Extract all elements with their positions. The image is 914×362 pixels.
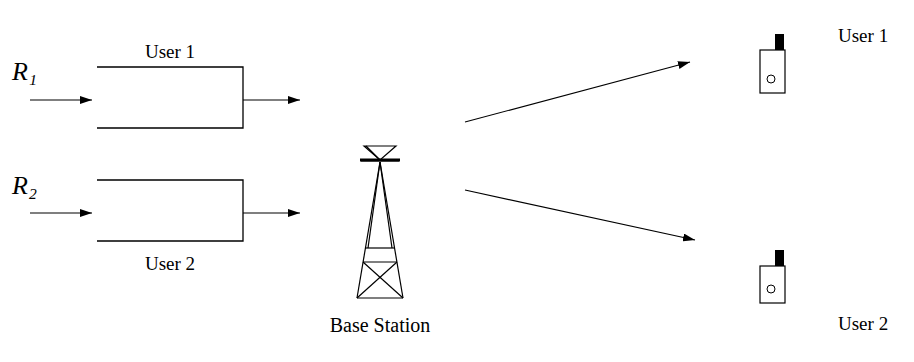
input-arrow <box>30 99 92 100</box>
user-phone: User 2 <box>695 235 905 340</box>
node-label: User 2 <box>97 253 243 276</box>
queue-buffer: User 2 <box>97 180 243 241</box>
tower-drawing <box>295 110 465 340</box>
radio-link <box>465 62 690 122</box>
queue-drawing <box>97 180 243 241</box>
node-label: User 1 <box>838 25 888 48</box>
queue-drawing <box>97 67 243 128</box>
output-arrow <box>243 99 300 100</box>
node-label: Base Station <box>295 313 465 337</box>
node-label: User 1 <box>97 41 243 64</box>
queue-buffer: User 1 <box>97 67 243 128</box>
user-phone: User 1 <box>690 25 905 100</box>
output-arrow <box>243 212 300 213</box>
input-arrow <box>30 212 92 213</box>
base-station: Base Station <box>295 110 465 340</box>
rate-label: R₂ <box>12 170 37 201</box>
node-label: User 2 <box>838 313 888 336</box>
rate-label: R₁ <box>12 56 37 87</box>
radio-link <box>465 190 695 240</box>
